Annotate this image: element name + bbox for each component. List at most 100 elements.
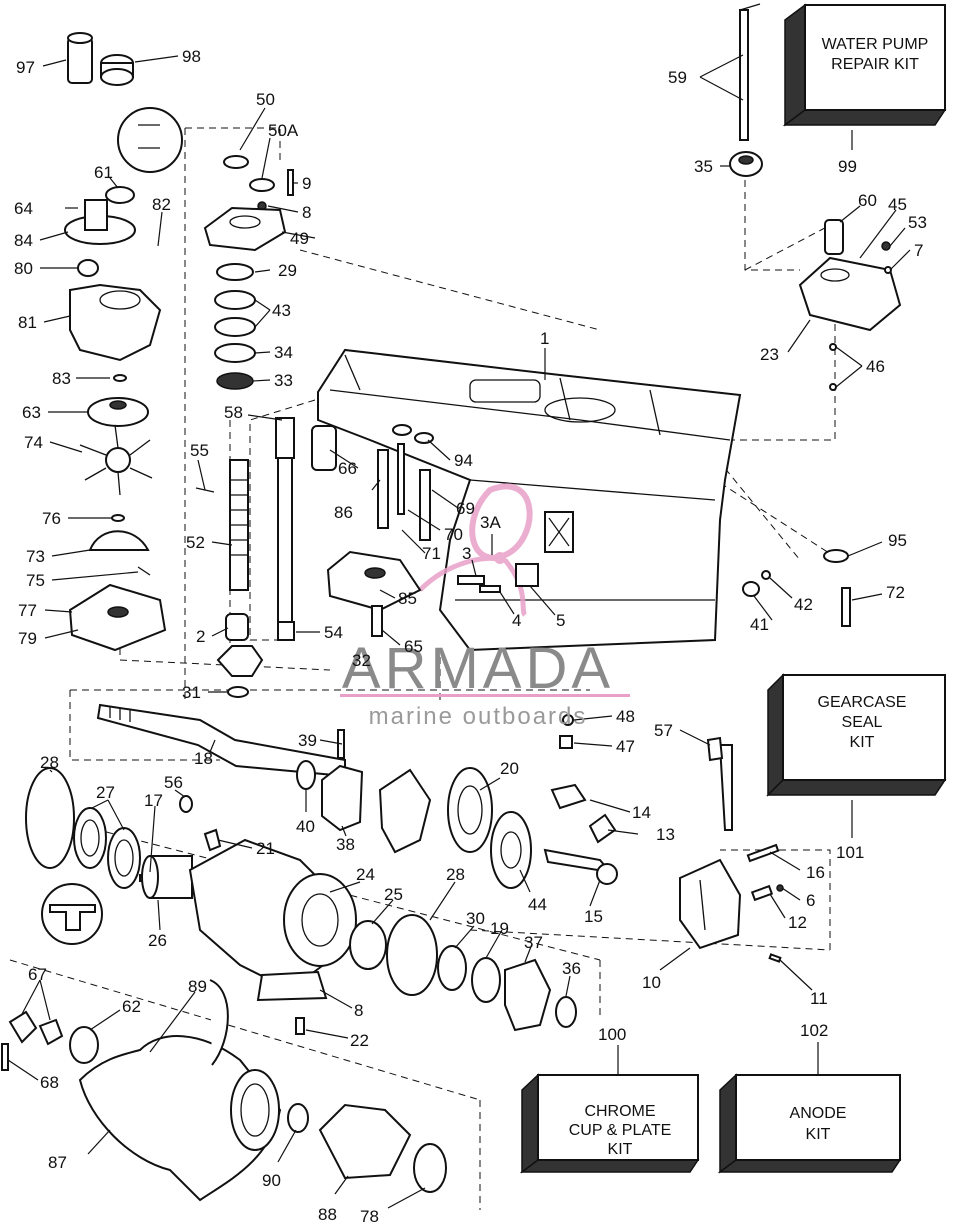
- label-20: 20: [500, 759, 519, 778]
- label-66: 66: [338, 459, 357, 478]
- label-50: 50: [256, 90, 275, 109]
- gearcase-kit-line1: GEARCASE: [818, 694, 907, 711]
- anode-kit-box: ANODE KIT: [717, 1073, 902, 1174]
- gearcase-seal-kit-box: GEARCASE SEAL KIT: [766, 673, 947, 797]
- label-15: 15: [584, 907, 603, 926]
- housing-hardware: [311, 424, 851, 749]
- label-34: 34: [274, 343, 293, 362]
- label-63: 63: [22, 403, 41, 422]
- label-89: 89: [188, 977, 207, 996]
- part-labels: 97 98 50 50A 9 8 61 64 84 82 49 80 29 81…: [14, 47, 927, 1224]
- label-35: 35: [694, 157, 713, 176]
- label-55: 55: [190, 441, 209, 460]
- label-9: 9: [302, 174, 311, 193]
- label-54: 54: [324, 623, 343, 642]
- label-78: 78: [360, 1207, 379, 1224]
- label-13: 13: [656, 825, 675, 844]
- label-23: 23: [760, 345, 779, 364]
- leader-lines: [7, 54, 911, 1209]
- watermark-subtitle: marine outboards: [369, 703, 588, 730]
- label-76: 76: [42, 509, 61, 528]
- watermark-logo: [418, 483, 533, 617]
- label-68: 68: [40, 1073, 59, 1092]
- label-50a: 50A: [268, 121, 299, 140]
- label-37: 37: [524, 933, 543, 952]
- label-36: 36: [562, 959, 581, 978]
- label-21: 21: [256, 839, 275, 858]
- chrome-kit-line2: CUP & PLATE: [569, 1122, 672, 1139]
- water-pump-parts: [64, 32, 183, 652]
- label-52: 52: [186, 533, 205, 552]
- label-8-lower: 8: [354, 1001, 363, 1020]
- label-71: 71: [422, 544, 441, 563]
- label-43: 43: [272, 301, 291, 320]
- label-88: 88: [318, 1205, 337, 1224]
- label-47: 47: [616, 737, 635, 756]
- watermark: ARMADA marine outboards: [340, 636, 630, 730]
- water-pump-kit-line1: WATER PUMP: [822, 36, 929, 53]
- label-74: 74: [24, 433, 43, 452]
- label-90: 90: [262, 1171, 281, 1190]
- label-22: 22: [350, 1031, 369, 1050]
- label-42: 42: [794, 595, 813, 614]
- water-pump-kit-box: WATER PUMP REPAIR KIT: [782, 3, 947, 127]
- label-7: 7: [914, 241, 923, 260]
- label-79: 79: [18, 629, 37, 648]
- label-87: 87: [48, 1153, 67, 1172]
- label-5: 5: [556, 611, 565, 630]
- label-70: 70: [444, 525, 463, 544]
- label-99: 99: [838, 157, 857, 176]
- gearcase-kit-line3: KIT: [850, 734, 875, 751]
- label-67: 67: [28, 965, 47, 984]
- label-33: 33: [274, 371, 293, 390]
- label-25: 25: [384, 885, 403, 904]
- label-18: 18: [194, 749, 213, 768]
- label-12: 12: [788, 913, 807, 932]
- label-77: 77: [18, 601, 37, 620]
- label-94: 94: [454, 451, 473, 470]
- label-75: 75: [26, 571, 45, 590]
- label-10: 10: [642, 973, 661, 992]
- label-95: 95: [888, 531, 907, 550]
- label-56: 56: [164, 773, 183, 792]
- propeller-parts: [1, 979, 447, 1202]
- propeller-shaft-parts: [96, 703, 784, 963]
- label-1: 1: [540, 329, 549, 348]
- label-24: 24: [356, 865, 375, 884]
- anode-kit-line1: ANODE: [790, 1105, 847, 1122]
- label-58: 58: [224, 403, 243, 422]
- label-84: 84: [14, 231, 33, 250]
- label-11: 11: [810, 989, 828, 1008]
- drive-shaft: [275, 417, 295, 631]
- label-31: 31: [182, 683, 201, 702]
- label-98: 98: [182, 47, 201, 66]
- propeller: [78, 979, 282, 1202]
- label-72: 72: [886, 583, 905, 602]
- label-3a: 3A: [480, 513, 501, 532]
- label-59: 59: [668, 68, 687, 87]
- label-28-left: 28: [40, 753, 59, 772]
- label-53: 53: [908, 213, 927, 232]
- label-86: 86: [334, 503, 353, 522]
- label-16: 16: [806, 863, 825, 882]
- chrome-kit-line1: CHROME: [584, 1103, 655, 1120]
- label-101: 101: [836, 843, 864, 862]
- label-69: 69: [456, 499, 475, 518]
- bearing-carrier-parts: [25, 767, 577, 1035]
- gearcase-kit-line2: SEAL: [842, 714, 883, 731]
- label-57: 57: [654, 721, 673, 740]
- label-8-upper: 8: [302, 203, 311, 222]
- watermark-title: ARMADA: [342, 636, 614, 701]
- label-73: 73: [26, 547, 45, 566]
- label-29: 29: [278, 261, 297, 280]
- label-100: 100: [598, 1025, 626, 1044]
- label-41: 41: [750, 615, 769, 634]
- label-65: 65: [404, 637, 423, 656]
- label-40: 40: [296, 817, 315, 836]
- label-97: 97: [16, 58, 35, 77]
- label-14: 14: [632, 803, 651, 822]
- label-4: 4: [512, 611, 521, 630]
- label-64: 64: [14, 199, 33, 218]
- label-6: 6: [806, 891, 815, 910]
